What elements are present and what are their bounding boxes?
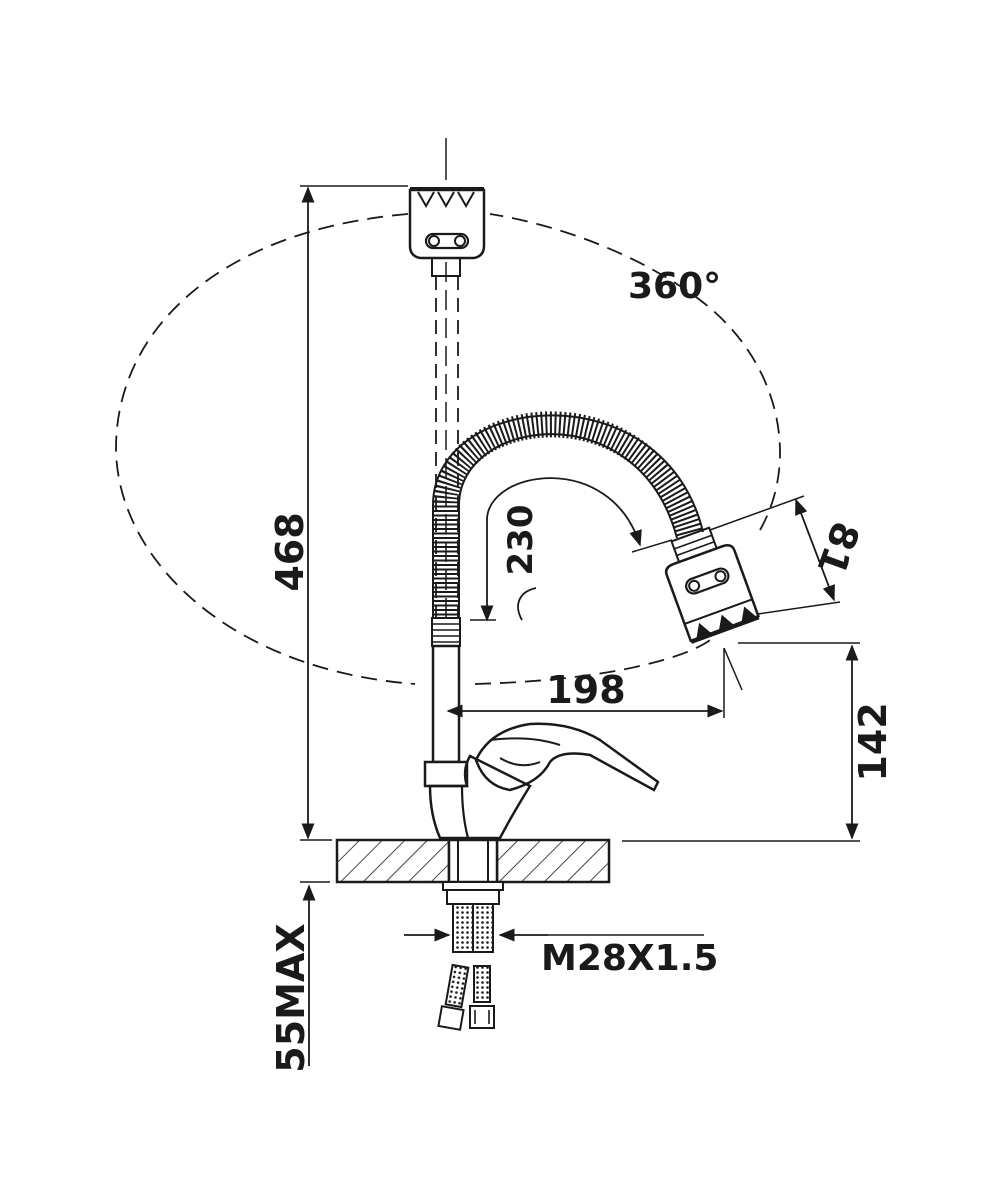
flexible-hose <box>431 411 704 647</box>
dim-reach: 198 <box>446 647 743 718</box>
spray-head <box>664 526 760 644</box>
dim-spout-drop: 230 <box>470 477 673 622</box>
rotation-envelope <box>489 213 781 531</box>
faucet-body <box>423 754 532 840</box>
dim-label-81: 81 <box>808 516 867 581</box>
dim-total-height: 468 <box>268 185 408 841</box>
supply-hoses <box>437 881 504 1031</box>
dim-label-198: 198 <box>546 668 625 712</box>
dim-deck-thickness: 55MAX <box>269 881 330 1073</box>
dim-label-230: 230 <box>501 505 541 576</box>
head-slot-icon <box>424 232 470 250</box>
dim-label-468: 468 <box>268 512 312 591</box>
lever-handle <box>474 722 660 792</box>
rotation-envelope <box>474 639 711 685</box>
dim-head-width: 81 <box>709 495 868 615</box>
dim-label-thread: M28X1.5 <box>541 938 718 979</box>
rotation-envelope <box>115 213 416 685</box>
countertop <box>335 838 611 884</box>
dim-thread: M28X1.5 <box>404 928 718 979</box>
dim-label-55max: 55MAX <box>269 923 313 1072</box>
upright-spout <box>408 187 486 620</box>
dim-label-142: 142 <box>851 702 895 781</box>
head-slot-icon <box>685 567 730 595</box>
dim-outlet-height: 142 <box>622 642 895 842</box>
dim-label-rotation: 360° <box>628 266 721 307</box>
riser-tube <box>431 644 461 764</box>
